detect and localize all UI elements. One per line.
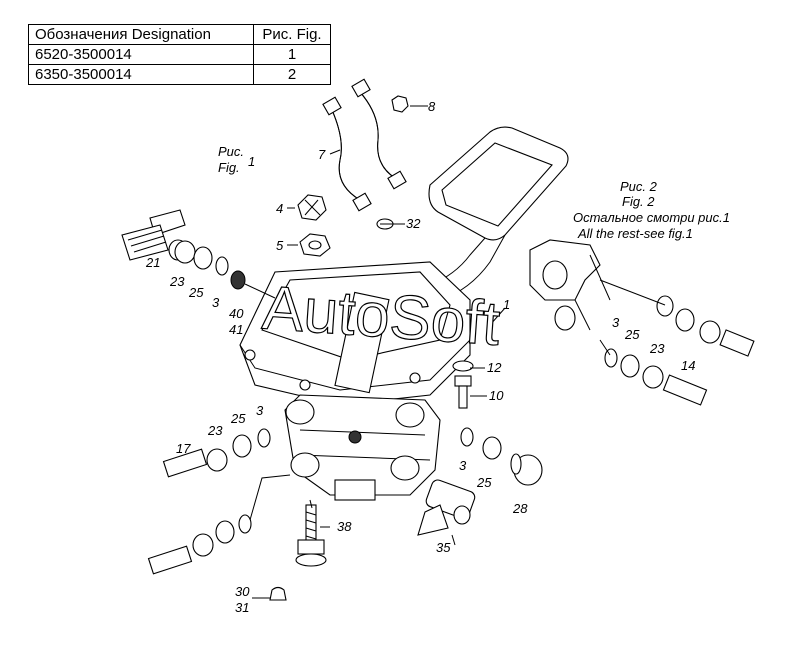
cap-nut-4: [297, 194, 327, 221]
washer-23a: [174, 240, 196, 264]
row-fig: 2: [253, 64, 331, 85]
callout-25a: 25: [188, 285, 204, 300]
washer-right-2: [675, 308, 695, 332]
washer-25b: [232, 434, 252, 458]
nut-right: [699, 320, 721, 344]
nut-5: [299, 233, 331, 257]
callout-25b: 25: [624, 327, 640, 342]
fig1-caption-num: 1: [248, 154, 255, 169]
callout-23b: 23: [649, 341, 665, 356]
callout-31: 31: [235, 600, 249, 615]
washer-25c: [482, 436, 502, 460]
callout-25d: 25: [476, 475, 492, 490]
fig2-caption-line2: Fig. 2: [622, 194, 655, 209]
callout-3c: 3: [256, 403, 264, 418]
washer-25-right: [620, 354, 640, 378]
washer-25a: [193, 246, 213, 270]
callout-14: 14: [681, 358, 695, 373]
fig1-caption-line1: Рис.: [218, 144, 244, 159]
callout-1: 1: [503, 297, 510, 312]
callout-32: 32: [406, 216, 421, 231]
callout-30: 30: [235, 584, 250, 599]
callout-25c: 25: [230, 411, 246, 426]
callout-23c: 23: [207, 423, 223, 438]
nut-lower-left: [192, 533, 214, 557]
washer-3c: [460, 427, 474, 447]
pipe-assembly: [322, 78, 407, 212]
nut-23-right: [642, 365, 664, 389]
filter-40: [230, 270, 246, 290]
fig2-caption-line4: All the rest-see fig.1: [577, 226, 693, 241]
washer-3a: [215, 256, 229, 276]
callout-23a: 23: [169, 274, 185, 289]
bolt-10: [454, 375, 472, 409]
fitting-14: [662, 374, 708, 406]
callout-35: 35: [436, 540, 451, 555]
callout-3d: 3: [459, 458, 467, 473]
table-header-row: Обозначения Designation Рис. Fig.: [28, 24, 331, 45]
drain-valve-35: [417, 479, 476, 536]
nut-23b: [206, 448, 228, 472]
valve-body: [239, 261, 471, 406]
callout-3a: 3: [212, 295, 220, 310]
callout-4: 4: [276, 201, 283, 216]
callout-3b: 3: [612, 315, 620, 330]
row-designation: 6350-3500014: [28, 64, 254, 85]
nut-8: [391, 95, 409, 113]
fitting-right-top: [719, 329, 755, 357]
callout-5: 5: [276, 238, 284, 253]
washer-right-1: [656, 295, 674, 317]
plunger-38: [295, 504, 327, 567]
washer-lower-left-2: [238, 514, 252, 534]
plug-28: [510, 453, 543, 486]
callout-10: 10: [489, 388, 504, 403]
callout-8: 8: [428, 99, 436, 114]
callout-40: 40: [229, 306, 244, 321]
callout-21: 21: [145, 255, 160, 270]
fig1-caption-line2: Fig.: [218, 160, 240, 175]
washer-3-right: [604, 348, 618, 368]
washer-12: [452, 360, 474, 372]
fig2-caption-line3: Остальное смотри рис.1: [573, 210, 730, 225]
fitting-17: [162, 448, 208, 478]
callout-17: 17: [176, 441, 191, 456]
callout-28: 28: [512, 501, 528, 516]
valve-lower-section: [284, 394, 441, 501]
fig2-caption-line1: Рис. 2: [620, 179, 658, 194]
table-row: 6350-3500014 2: [28, 64, 331, 85]
callout-41: 41: [229, 322, 243, 337]
cap-30: [269, 586, 287, 601]
fitting-lower-left: [147, 545, 193, 575]
designation-table: Обозначения Designation Рис. Fig. 6520-3…: [28, 24, 331, 85]
watermark: AutoSoft: [260, 273, 502, 358]
callout-12: 12: [487, 360, 502, 375]
washer-lower-left-1: [215, 520, 235, 544]
washer-3b: [257, 428, 271, 448]
callout-38: 38: [337, 519, 352, 534]
fig2-body-fragment: [529, 239, 611, 331]
callout-7: 7: [318, 147, 326, 162]
